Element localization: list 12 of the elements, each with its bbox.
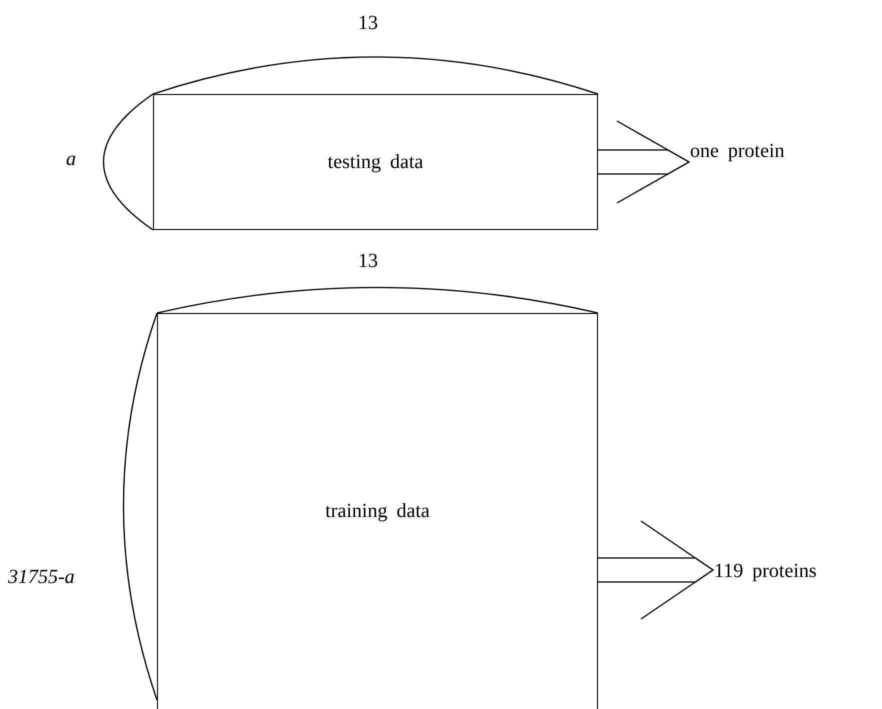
block-label: training data: [325, 500, 430, 523]
double-arrow: [597, 520, 714, 620]
data-block: [157, 313, 598, 709]
block-label: testing data: [328, 150, 424, 174]
dimension-label: 13: [358, 12, 378, 35]
dimension-label: a: [66, 148, 76, 171]
dimension-label: 31755-a: [8, 566, 75, 589]
double-arrow: [597, 120, 690, 204]
data-block: [153, 94, 598, 230]
result-label: 119 proteins: [712, 558, 817, 584]
dimension-label: 13: [358, 250, 378, 273]
result-label: one protein: [688, 138, 785, 164]
